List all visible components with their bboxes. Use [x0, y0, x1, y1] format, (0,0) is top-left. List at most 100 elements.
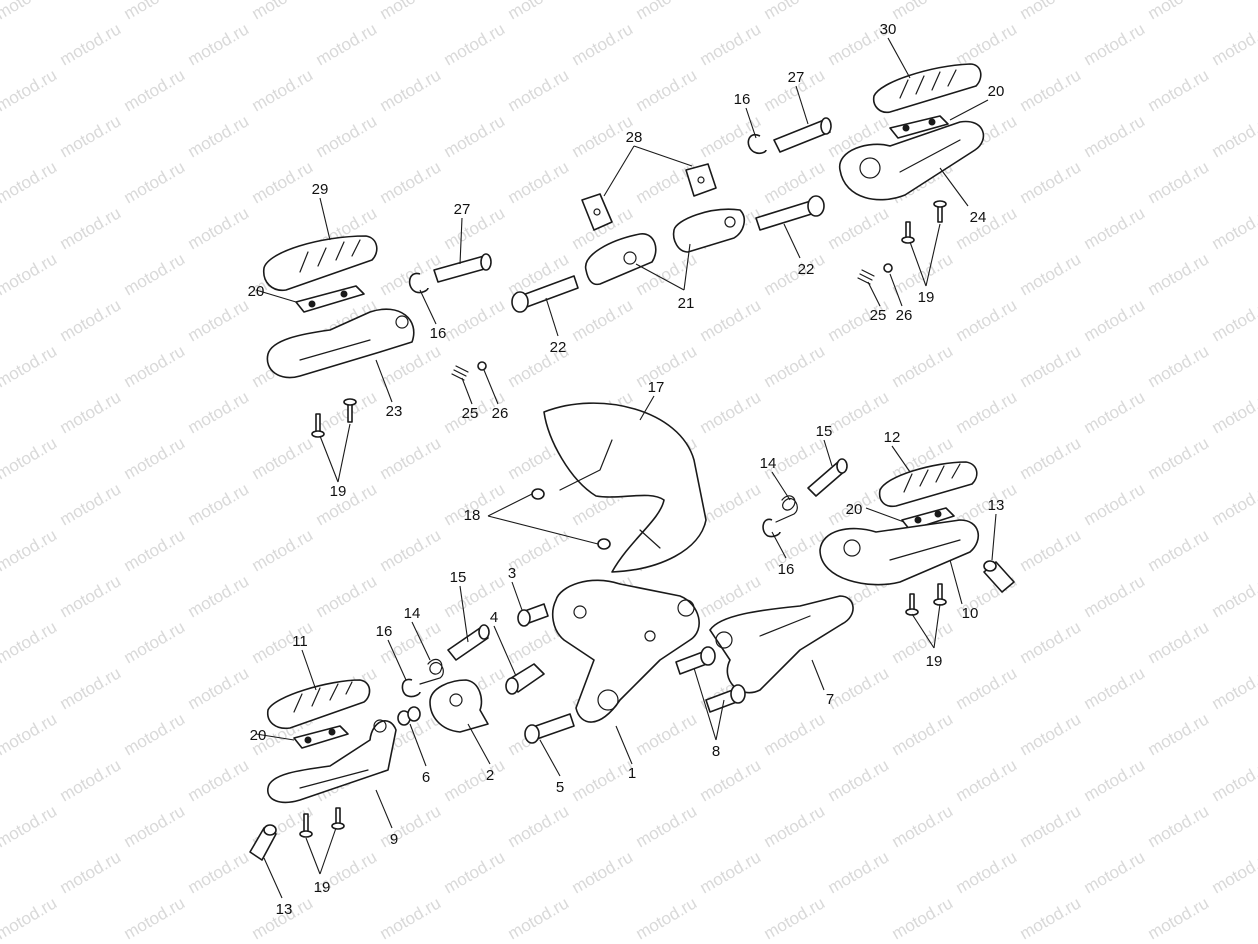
watermark-text: motod.ru [953, 847, 1021, 897]
watermark-text: motod.ru [121, 525, 189, 575]
callout-11: 11 [292, 633, 308, 650]
watermark-text: motod.ru [1145, 157, 1213, 207]
watermark-text: motod.ru [1209, 847, 1258, 897]
watermark-text: motod.ru [761, 249, 829, 299]
watermark-text: motod.ru [1209, 755, 1258, 805]
watermark-text: motod.ru [57, 479, 125, 529]
watermark-text: motod.ru [505, 893, 573, 943]
part-14-spring-right [775, 495, 798, 523]
callout-1: 1 [628, 765, 636, 782]
callout-2: 2 [486, 767, 494, 784]
part-3-bolt [517, 603, 549, 627]
watermark-text: motod.ru [121, 249, 189, 299]
watermark-text: motod.ru [185, 203, 253, 253]
callout-21: 21 [678, 295, 695, 312]
watermark-text: motod.ru [185, 295, 253, 345]
watermark-text: motod.ru [697, 847, 765, 897]
callout-3: 3 [508, 565, 516, 582]
watermark-text: motod.ru [697, 19, 765, 69]
watermark-text: motod.ru [1145, 0, 1213, 23]
parts-layer [249, 63, 1015, 861]
part-13-slider-right [983, 560, 1015, 593]
watermark-text: motod.ru [249, 433, 317, 483]
watermark-text: motod.ru [697, 295, 765, 345]
callout-15-right: 15 [816, 423, 833, 440]
part-15-pin-right [807, 458, 848, 497]
callout-10: 10 [962, 605, 979, 622]
watermark-text: motod.ru [1209, 479, 1258, 529]
watermark-text: motod.ru [1017, 525, 1085, 575]
callout-19-left: 19 [330, 483, 347, 500]
part-19-screws-left-front [299, 807, 345, 838]
callout-22-right: 22 [798, 261, 815, 278]
watermark-text: motod.ru [313, 111, 381, 161]
part-16-circlip-right [762, 518, 781, 538]
watermark-text: motod.ru [57, 295, 125, 345]
part-20-mounting-plate [295, 285, 365, 313]
part-13-slider-left [249, 824, 277, 861]
part-16-circlip-left [401, 678, 421, 698]
callout-15-left: 15 [450, 569, 467, 586]
watermark-text: motod.ru [953, 939, 1021, 944]
watermark-text: motod.ru [1145, 249, 1213, 299]
watermark-text: motod.ru [1017, 617, 1085, 667]
part-1-main-bracket [551, 579, 700, 723]
part-19-screws-right [905, 583, 947, 616]
watermark-text: motod.ru [825, 847, 893, 897]
part-21-brackets [585, 208, 746, 286]
watermark-text: motod.ru [249, 157, 317, 207]
part-26-ball-right [883, 263, 893, 273]
callout-8: 8 [712, 743, 720, 760]
watermark-text: motod.ru [889, 893, 957, 943]
watermark-text: motod.ru [761, 0, 829, 23]
watermark-text: motod.ru [1145, 709, 1213, 759]
watermark-text: motod.ru [121, 65, 189, 115]
callout-20-top-right: 20 [988, 83, 1005, 100]
watermark-text: motod.ru [761, 709, 829, 759]
watermark-text: motod.ru [185, 847, 253, 897]
watermark-text: motod.ru [441, 295, 509, 345]
watermark-text: motod.ru [1081, 663, 1149, 713]
watermark-text: motod.ru [633, 65, 701, 115]
watermark-text: motod.ru [1017, 157, 1085, 207]
watermark-text: motod.ru [1017, 65, 1085, 115]
callout-25-left: 25 [462, 405, 479, 422]
watermark-text: motod.ru [633, 341, 701, 391]
callout-4: 4 [490, 609, 498, 626]
callout-20-left: 20 [248, 283, 265, 300]
callout-16-left: 16 [376, 623, 393, 640]
watermark-text: motod.ru [1209, 939, 1258, 944]
watermark-text: motod.ru [1145, 893, 1213, 943]
watermark-text: motod.ru [57, 663, 125, 713]
watermark-text: motod.ru [697, 755, 765, 805]
watermark-text: motod.ru [57, 111, 125, 161]
watermark-text: motod.ru [249, 525, 317, 575]
callout-12: 12 [884, 429, 901, 446]
watermark-text: motod.ru [825, 939, 893, 944]
watermark-text: motod.ru [121, 157, 189, 207]
watermark-text: motod.ru [1017, 0, 1085, 23]
watermark-text: motod.ru [569, 847, 637, 897]
part-7-bracket [709, 595, 854, 694]
callout-14-right: 14 [760, 455, 777, 472]
part-24-footpeg-right [839, 120, 985, 201]
watermark-text: motod.ru [0, 0, 60, 23]
callout-19-right: 19 [926, 653, 943, 670]
callout-26-right: 26 [896, 307, 913, 324]
watermark-text: motod.ru [441, 19, 509, 69]
part-20-mounting-plate [889, 115, 949, 139]
watermark-text: motod.ru [505, 65, 573, 115]
watermark-text: motod.ru [1017, 249, 1085, 299]
watermark-text: motod.ru [377, 525, 445, 575]
watermark-text: motod.ru [953, 755, 1021, 805]
watermark-text: motod.ru [57, 571, 125, 621]
watermark-text: motod.ru [1081, 479, 1149, 529]
callout-19-top-right: 19 [918, 289, 935, 306]
watermark-text: motod.ru [1145, 801, 1213, 851]
watermark-text: motod.ru [697, 939, 765, 944]
watermark-text: motod.ru [1017, 709, 1085, 759]
watermark-text: motod.ru [57, 19, 125, 69]
callout-20-right: 20 [846, 501, 863, 518]
part-12-footpeg-rubber [878, 461, 978, 508]
watermark-text: motod.ru [1081, 755, 1149, 805]
